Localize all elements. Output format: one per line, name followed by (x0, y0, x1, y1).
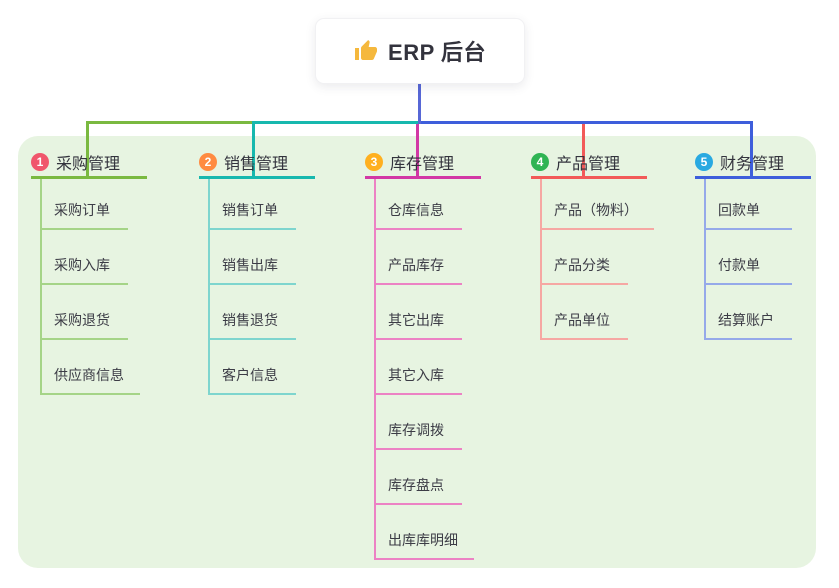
child-node[interactable]: 产品单位 (542, 285, 628, 340)
branch-procurement: 1 采购管理 采购订单 采购入库 采购退货 供应商信息 (31, 148, 147, 395)
child-node[interactable]: 其它入库 (376, 340, 462, 395)
child-node[interactable]: 销售出库 (210, 230, 296, 285)
branch-product-children: 产品（物料） 产品分类 产品单位 (540, 179, 654, 340)
branch-badge-3: 3 (365, 153, 383, 171)
connector-bus-right-blue (419, 121, 751, 124)
child-node[interactable]: 产品分类 (542, 230, 628, 285)
connector-drop-finance (750, 121, 753, 179)
branch-label: 产品管理 (556, 156, 621, 173)
branch-label: 库存管理 (390, 156, 455, 173)
root-node[interactable]: ERP 后台 (315, 18, 525, 84)
child-node[interactable]: 库存调拨 (376, 395, 462, 450)
child-node[interactable]: 库存盘点 (376, 450, 462, 505)
branch-procurement-header[interactable]: 1 采购管理 (31, 148, 147, 179)
branch-sales: 2 销售管理 销售订单 销售出库 销售退货 客户信息 (199, 148, 315, 395)
child-node[interactable]: 供应商信息 (42, 340, 140, 395)
child-node[interactable]: 销售退货 (210, 285, 296, 340)
child-node[interactable]: 结算账户 (706, 285, 792, 340)
connector-root-stem (418, 82, 421, 124)
child-node[interactable]: 仓库信息 (376, 179, 462, 230)
branch-label: 财务管理 (720, 156, 785, 173)
branch-procurement-children: 采购订单 采购入库 采购退货 供应商信息 (40, 179, 147, 395)
branch-label: 采购管理 (56, 156, 121, 173)
child-node[interactable]: 采购订单 (42, 179, 128, 230)
child-node[interactable]: 产品库存 (376, 230, 462, 285)
branch-badge-1: 1 (31, 153, 49, 171)
branch-badge-5: 5 (695, 153, 713, 171)
child-node[interactable]: 其它出库 (376, 285, 462, 340)
child-node[interactable]: 采购入库 (42, 230, 128, 285)
branch-label: 销售管理 (224, 156, 289, 173)
child-node[interactable]: 付款单 (706, 230, 792, 285)
connector-drop-product (582, 121, 585, 179)
child-node[interactable]: 出库库明细 (376, 505, 474, 560)
branch-finance: 5 财务管理 回款单 付款单 结算账户 (695, 148, 811, 340)
branch-inventory-children: 仓库信息 产品库存 其它出库 其它入库 库存调拨 库存盘点 出库库明细 (374, 179, 481, 560)
child-node[interactable]: 客户信息 (210, 340, 296, 395)
connector-drop-procurement (86, 121, 89, 179)
branch-inventory: 3 库存管理 仓库信息 产品库存 其它出库 其它入库 库存调拨 库存盘点 出库库… (365, 148, 481, 560)
branch-product-header[interactable]: 4 产品管理 (531, 148, 647, 179)
branch-badge-4: 4 (531, 153, 549, 171)
branch-inventory-header[interactable]: 3 库存管理 (365, 148, 481, 179)
child-node[interactable]: 采购退货 (42, 285, 128, 340)
branch-finance-children: 回款单 付款单 结算账户 (704, 179, 811, 340)
connector-drop-inventory (416, 121, 419, 179)
thumbs-up-icon (354, 39, 378, 63)
connector-bus-left-teal (252, 121, 420, 124)
root-title: ERP 后台 (388, 40, 486, 65)
branch-sales-children: 销售订单 销售出库 销售退货 客户信息 (208, 179, 315, 395)
branch-product: 4 产品管理 产品（物料） 产品分类 产品单位 (531, 148, 654, 340)
branch-finance-header[interactable]: 5 财务管理 (695, 148, 811, 179)
child-node[interactable]: 销售订单 (210, 179, 296, 230)
branch-sales-header[interactable]: 2 销售管理 (199, 148, 315, 179)
mindmap-board (18, 136, 816, 568)
connector-drop-sales (252, 121, 255, 179)
child-node[interactable]: 产品（物料） (542, 179, 654, 230)
child-node[interactable]: 回款单 (706, 179, 792, 230)
branch-badge-2: 2 (199, 153, 217, 171)
